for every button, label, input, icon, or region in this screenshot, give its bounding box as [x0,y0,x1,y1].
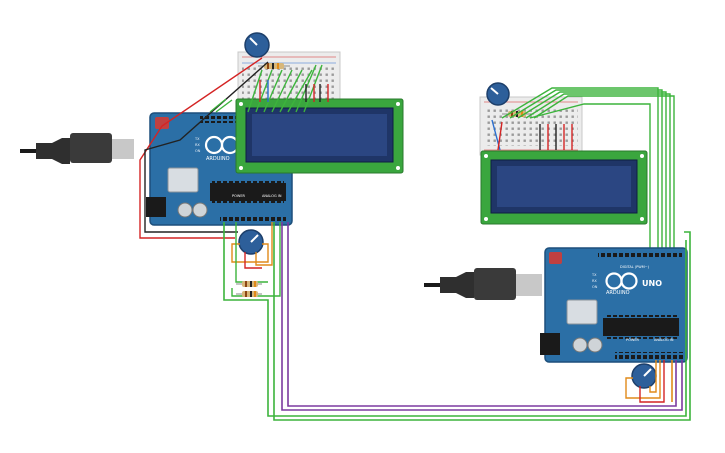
right-crystal [566,299,598,325]
left-breadboard-resistor[interactable] [258,63,290,69]
right-power-analog-header[interactable] [615,352,683,359]
right-digital-label: DIGITAL (PWM~) [620,265,650,269]
right-analog-label: ANALOG IN [654,338,674,342]
left-capacitor-1 [177,202,193,218]
left-usb-cable[interactable] [20,133,134,164]
right-power-label: POWER [626,338,640,342]
right-circuit: DIGITAL (PWM~) ARDUINO UNO TX RX ON POWE… [424,82,688,403]
left-rx-label: RX [195,143,200,147]
left-power-wires[interactable] [139,57,269,239]
left-brand-label: ARDUINO [206,156,230,162]
right-brand-label: ARDUINO [606,290,630,296]
right-contrast-potentiometer[interactable] [486,82,510,106]
left-resistor-2[interactable] [236,291,262,297]
left-lcd-wires[interactable] [247,64,329,113]
left-on-label: ON [195,149,201,153]
purple-link-wire-2 [287,222,677,407]
left-analog-label: ANALOG IN [262,194,282,198]
right-tx-label: TX [591,273,597,277]
right-capacitor-1 [572,337,588,353]
left-circuit: ARDUINO TX RX ON POWER ANALOG IN [20,32,404,297]
right-bottom-potentiometer[interactable] [631,363,657,389]
left-reset-button[interactable] [155,117,169,129]
left-lcd[interactable] [235,98,404,174]
right-reset-button[interactable] [549,252,562,264]
green-link-wire [273,222,691,421]
left-power-jack [146,197,166,217]
right-lcd[interactable] [480,150,648,225]
purple-link-wire-1 [281,222,683,411]
right-pot-wires[interactable] [625,360,665,403]
left-resistor-1[interactable] [236,281,262,287]
right-capacitor-2 [587,337,603,353]
left-power-analog-header[interactable] [220,216,286,223]
left-tx-label: TX [194,137,200,141]
left-crystal [167,167,199,193]
left-pot-wires[interactable] [231,222,281,297]
right-microcontroller-chip [603,318,679,336]
right-digital-header[interactable] [598,252,682,259]
right-model-label: UNO [642,279,662,288]
right-power-jack [540,333,560,355]
left-bottom-potentiometer[interactable] [238,229,264,255]
left-capacitor-2 [192,202,208,218]
right-on-label: ON [592,285,598,289]
right-arduino-board[interactable]: DIGITAL (PWM~) ARDUINO UNO TX RX ON POWE… [540,247,688,363]
right-breadboard-wires[interactable] [491,119,573,151]
left-usb-connector [112,139,134,159]
right-usb-connector [516,274,542,296]
left-usb-plug-body [70,133,112,163]
green-link-wire-2 [223,222,687,417]
inter-board-wires[interactable] [223,222,691,421]
right-rx-label: RX [592,279,597,283]
right-usb-cable[interactable] [424,268,542,300]
left-power-label: POWER [232,194,246,198]
right-signal-wires[interactable] [501,87,675,248]
left-microcontroller-chip [210,183,286,201]
right-usb-plug-body [474,268,516,300]
left-contrast-potentiometer[interactable] [244,32,270,58]
